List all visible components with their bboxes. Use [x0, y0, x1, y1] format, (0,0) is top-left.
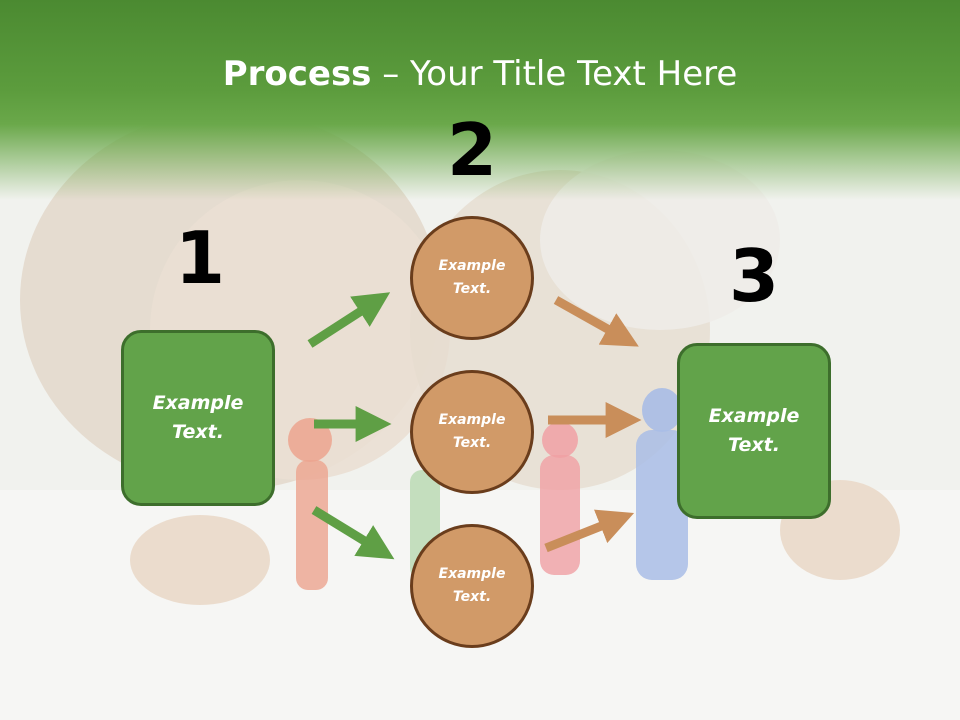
header-band	[0, 0, 960, 200]
circle-middle: Example Text.	[410, 370, 534, 494]
orange-arrow-down	[553, 296, 639, 347]
green-arrow-down	[311, 506, 395, 560]
slide-title: Process – Your Title Text Here	[0, 52, 960, 96]
circle-top: Example Text.	[410, 216, 534, 340]
circle-top-text: Example Text.	[438, 258, 506, 297]
circle-middle-text: Example Text.	[438, 412, 506, 451]
right-box: Example Text.	[677, 343, 831, 519]
left-box: Example Text.	[121, 330, 275, 506]
orange-arrow-up	[544, 509, 635, 553]
step-number-1: 1	[174, 216, 226, 300]
title-bold: Process	[222, 54, 372, 94]
step-number-3: 3	[728, 234, 780, 318]
right-box-text: Example Text.	[708, 405, 800, 456]
circle-bottom-text: Example Text.	[438, 566, 506, 605]
green-arrow-up	[307, 292, 391, 348]
left-box-text: Example Text.	[152, 392, 244, 443]
title-rest: – Your Title Text Here	[371, 54, 738, 94]
circle-bottom: Example Text.	[410, 524, 534, 648]
step-number-2: 2	[446, 108, 498, 192]
